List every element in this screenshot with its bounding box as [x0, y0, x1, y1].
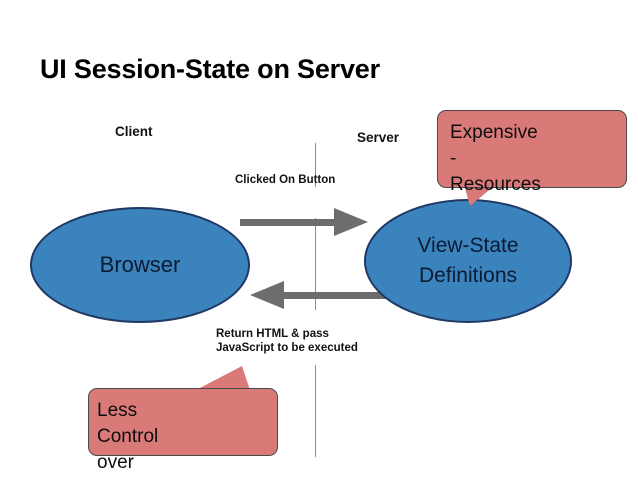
client-server-divider [315, 218, 316, 310]
arrow-request-head [334, 208, 368, 236]
node-browser-label: Browser [99, 252, 181, 277]
callout-less-control-text: Less Control over User-Experience [97, 400, 159, 473]
arrow-response-head [250, 281, 284, 309]
client-server-divider [315, 365, 316, 457]
callout-expensive-tail [464, 184, 496, 206]
arrow-response-shaft [278, 292, 386, 299]
node-browser[interactable]: Browser [30, 207, 250, 323]
callout-expensive-box [437, 110, 627, 188]
client-server-divider [315, 143, 316, 187]
callout-expensive-text: Expensive - Resources [450, 122, 541, 195]
page-title: UI Session-State on Server [40, 54, 380, 84]
node-view-state-definitions-label: View-State Definitions [417, 234, 519, 287]
arrow-request-shaft [240, 219, 340, 226]
zone-label-server: Server [357, 130, 400, 145]
flow-label-response: Return HTML & pass JavaScript to be exec… [216, 328, 358, 354]
flow-label-request: Clicked On Button [235, 174, 336, 186]
node-view-state-definitions[interactable]: View-State Definitions [364, 199, 572, 323]
callout-less-control-box [88, 388, 278, 456]
zone-label-client: Client [115, 124, 153, 139]
callout-less-control-tail [196, 366, 250, 390]
